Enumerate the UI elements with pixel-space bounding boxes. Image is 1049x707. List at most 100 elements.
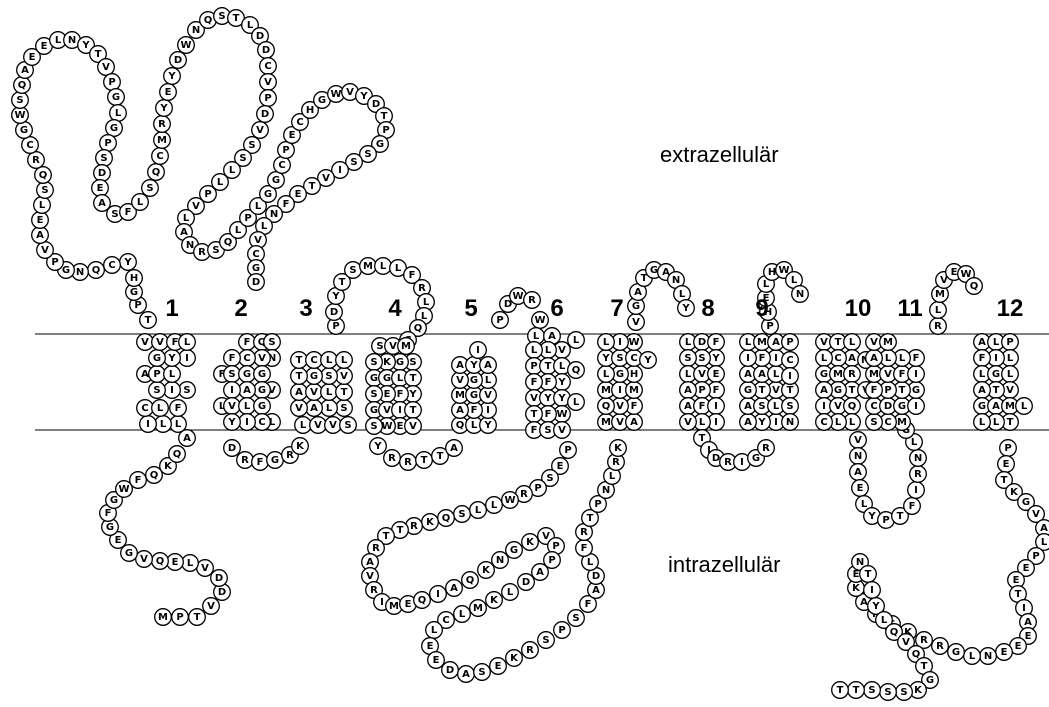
residue: Y [224, 414, 241, 431]
residue-letter: L [609, 471, 616, 482]
residue-letter: L [835, 417, 842, 428]
residue-letter: R [198, 247, 206, 258]
residue-letter: A [21, 65, 29, 76]
residue: V [203, 598, 220, 615]
residue-letter: E [951, 267, 958, 278]
residue: L [816, 350, 833, 367]
residue: I [908, 366, 925, 383]
residue-letter: T [381, 111, 388, 122]
residue: K [292, 438, 309, 455]
residue-letter: T [410, 373, 417, 384]
residue-letter: L [160, 419, 167, 430]
residue: L [110, 105, 127, 122]
residue-letter: E [165, 87, 172, 98]
residue-letter: S [16, 95, 23, 106]
residue-letter: V [207, 601, 215, 612]
residue-letter: P [594, 499, 601, 510]
tm-helix-number: 4 [388, 295, 402, 322]
residue-letter: G [820, 369, 828, 380]
residue-letter: A [243, 385, 251, 396]
residue-letter: Y [757, 417, 766, 428]
residue-letter: A [744, 401, 752, 412]
residue: D [442, 662, 459, 679]
residue-letter: S [542, 635, 549, 646]
tm-helix-number: 3 [299, 295, 312, 322]
residue: I [239, 414, 256, 431]
residue-letter: G [130, 287, 138, 298]
residue-letter: M [833, 369, 843, 380]
residue: F [904, 498, 921, 515]
residue-letter: L [791, 275, 798, 286]
residue: A [446, 440, 463, 457]
residue: R [524, 292, 541, 309]
residue-letter: L [849, 417, 856, 428]
residue-letter: S [409, 357, 416, 368]
residue: Y [640, 352, 657, 369]
residue-letter: V [228, 401, 236, 412]
residue: F [526, 374, 543, 391]
tm-helix-number: 5 [464, 295, 477, 322]
residue-letter: P [104, 138, 111, 149]
residue: G [948, 644, 965, 661]
residue-letter: E [427, 641, 434, 652]
residue: R [758, 440, 775, 457]
residue-letter: A [141, 369, 149, 380]
residue: S [264, 334, 281, 351]
residue-letter: G [243, 369, 251, 380]
residue: N [492, 552, 509, 569]
residue-letter: V [346, 87, 354, 98]
residue-letter: L [773, 369, 780, 380]
residue-letter: G [258, 369, 266, 380]
residue-letter: V [834, 401, 842, 412]
residue-letter: G [898, 401, 906, 412]
residue-letter: W [556, 409, 567, 420]
residue-letter: T [145, 315, 152, 326]
residue-letter: L [979, 369, 986, 380]
residue-letter: N [856, 557, 864, 568]
residue-letter: L [911, 437, 918, 448]
residue: N [782, 414, 799, 431]
residue-letter: G [112, 92, 120, 103]
residue-letter: P [282, 145, 289, 156]
residue: K [506, 650, 523, 667]
residue-letter: M [897, 417, 907, 428]
residue-letter: I [1022, 603, 1026, 614]
residue-letter: T [837, 685, 844, 696]
residue: T [526, 406, 543, 423]
residue-letter: V [772, 385, 780, 396]
residue-letter: E [1003, 459, 1010, 470]
residue-letter: W [381, 421, 392, 432]
residue-letter: M [757, 337, 767, 348]
residue-letter: L [55, 35, 62, 46]
tm-helix-number: 2 [234, 295, 247, 322]
residue-letter: P [1032, 551, 1039, 562]
residue: S [366, 418, 383, 435]
residue-letter: R [418, 283, 426, 294]
residue-letter: G [752, 453, 760, 464]
residue: D [94, 165, 111, 182]
residue: L [170, 416, 187, 433]
residue-letter: F [105, 508, 112, 519]
residue-letter: L [885, 353, 892, 364]
residue-letter: S [218, 11, 225, 22]
residue-letter: Q [442, 513, 451, 524]
residue: C [22, 137, 39, 154]
residue-letter: D [215, 573, 223, 584]
residue-letter: T [759, 385, 766, 396]
residue: R [930, 318, 947, 335]
residue-letter: E [433, 655, 440, 666]
residue: T [189, 609, 206, 626]
residue-letter: I [170, 385, 174, 396]
residue: T [848, 682, 865, 699]
residue-letter: A [978, 385, 986, 396]
residue-letter: L [1007, 353, 1014, 364]
residue: F [224, 350, 241, 367]
residue-letter: D [98, 168, 106, 179]
residue-letter: A [36, 230, 44, 241]
residue: L [164, 366, 181, 383]
residue-letter: Y [81, 40, 90, 51]
residue: Q [844, 398, 861, 415]
residue-letter: E [295, 189, 302, 200]
residue-letter: I [774, 353, 778, 364]
residue-letter: I [618, 385, 622, 396]
